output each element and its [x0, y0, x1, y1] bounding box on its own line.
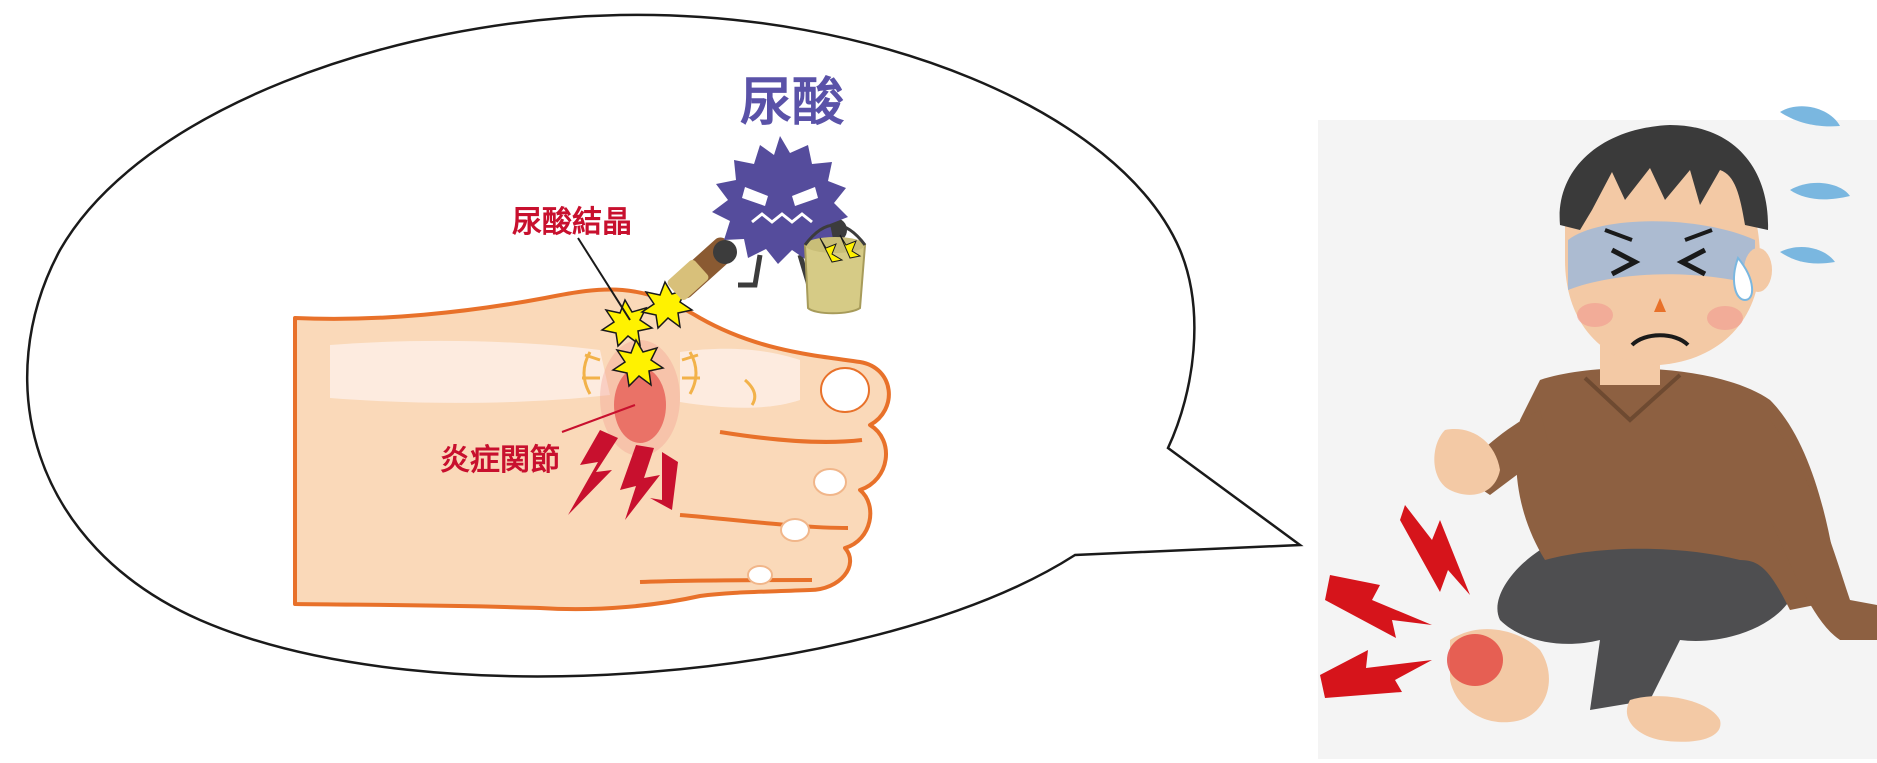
spark-icon: [611, 338, 665, 388]
uric-acid-crystal-label: 尿酸結晶: [512, 205, 632, 240]
pain-bolt-icon: [1400, 505, 1470, 595]
bucket-icon: [803, 244, 867, 315]
phalanx-bone: [680, 348, 800, 408]
sweat-drop-icon: [1790, 182, 1850, 200]
inflamed-joint-label: 炎症関節: [440, 443, 560, 478]
sweat-drop-icon: [1780, 106, 1840, 127]
inflamed-joint-mark: [614, 367, 666, 443]
hair: [1559, 125, 1769, 230]
pain-bolt-icon: [568, 430, 678, 520]
pants: [1497, 539, 1790, 710]
sweat-drop-icon: [1780, 247, 1835, 264]
metatarsal-bone: [330, 340, 610, 403]
man-in-pain: [1318, 106, 1877, 759]
uric-acid-monster: [667, 136, 867, 315]
uric-acid-label: 尿酸: [740, 73, 845, 133]
monster-body: [712, 136, 848, 264]
pain-bolt-icon: [1325, 575, 1432, 638]
pain-bolt-icon: [1320, 650, 1432, 698]
sweater: [1516, 368, 1840, 610]
